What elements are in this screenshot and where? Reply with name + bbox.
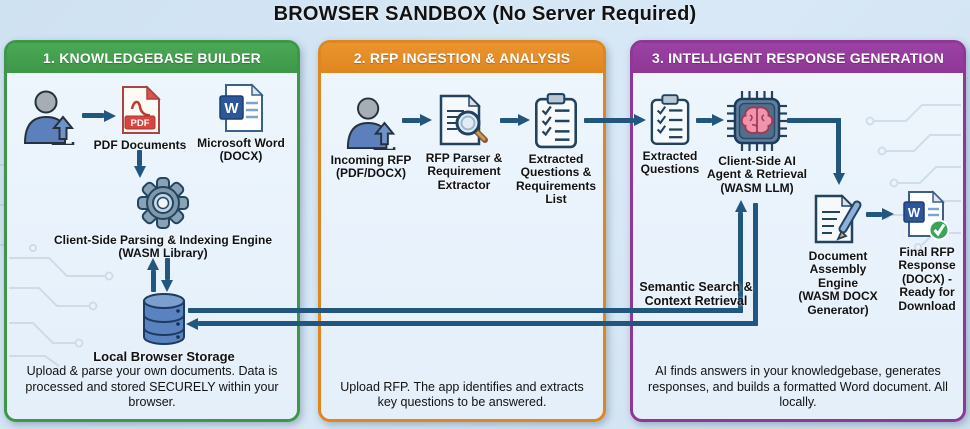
assembly-engine-label: Document Assembly Engine — [808, 249, 868, 290]
arrow-pdf-to-engine-line — [137, 150, 142, 166]
conn-agent-to-storage-head — [186, 317, 198, 330]
arrow-parser-to-extracted-head — [518, 114, 530, 126]
arrow-rfp-to-parser-line — [402, 117, 420, 123]
conn-storage-to-agent-vline — [738, 212, 743, 313]
panel1-footer: Upload & parse your own documents. Data … — [25, 364, 279, 410]
gear-icon — [137, 177, 189, 229]
page-title: BROWSER SANDBOX (No Server Required) — [273, 3, 697, 25]
incoming-rfp-label: Incoming RFP — [330, 153, 412, 167]
arrow-parser-to-extracted-line — [500, 117, 518, 123]
word-docx-node: W Microsoft Word (DOCX) — [189, 83, 293, 164]
arrow-questions-to-agent-head — [712, 114, 724, 126]
final-response-node: W Final RFP Response (DOCX) - Ready for … — [891, 190, 963, 313]
arrow-user-to-pdf-line — [82, 113, 104, 118]
arrow-storage-to-engine-head — [147, 258, 159, 270]
rfp-parser-node: RFP Parser & Requirement Extractor — [416, 92, 512, 192]
engine-label: Client-Side Parsing & Indexing Engine — [53, 233, 273, 247]
upload-user-node — [18, 89, 80, 145]
arrow-rfp-to-parser-head — [420, 114, 432, 126]
parsing-engine-node: Client-Side Parsing & Indexing Engine (W… — [38, 176, 288, 261]
arrow-agent-to-assembly-hline — [787, 117, 841, 123]
ai-chip-brain-icon — [727, 91, 787, 151]
panel-rfp-ingestion: 2. RFP INGESTION & ANALYSIS Incoming RFP… — [318, 40, 606, 422]
user-upload-icon — [346, 97, 396, 150]
final-word-letter-text: W — [908, 205, 921, 220]
panel-knowledgebase-builder: 1. KNOWLEDGEBASE BUILDER PDF PDF Documen… — [4, 40, 300, 422]
final-response-label: Final RFP Response (DOCX) - Ready for Do… — [898, 245, 956, 313]
arrow-questions-to-agent-line — [696, 117, 712, 123]
word-sublabel: (DOCX) — [219, 149, 263, 164]
panel2-footer: Upload RFP. The app identifies and extra… — [340, 379, 584, 410]
arrow-panel2-to-panel3-line — [584, 117, 634, 123]
arrow-panel2-to-panel3-head — [634, 114, 646, 126]
extracted-list-node: Extracted Questions & Requirements List — [510, 93, 602, 207]
local-storage-node: Local Browser Storage — [89, 292, 239, 365]
semantic-search-label: Semantic Search & Context Retrieval — [639, 280, 753, 309]
document-magnifier-icon — [439, 94, 488, 146]
panel3-header: 3. INTELLIGENT RESPONSE GENERATION — [633, 43, 963, 73]
engine-sublabel: (WASM Library) — [118, 246, 208, 261]
extracted-list-label: Extracted Questions & Requirements List — [515, 152, 597, 207]
ai-agent-sublabel: (WASM LLM) — [720, 180, 794, 195]
word-label: Microsoft Word — [197, 136, 285, 150]
ai-agent-label: Client-Side AI Agent & Retrieval — [706, 154, 808, 182]
ai-agent-node: Client-Side AI Agent & Retrieval (WASM L… — [701, 91, 813, 195]
arrow-engine-to-storage-line — [164, 258, 170, 280]
pdf-file-icon: PDF — [122, 85, 161, 134]
arrow-assembly-to-final-head — [882, 208, 894, 220]
database-icon — [143, 293, 185, 345]
arrow-engine-to-storage-head — [161, 280, 173, 292]
conn-agent-to-storage-vline — [753, 203, 758, 326]
panel-response-generation: 3. INTELLIGENT RESPONSE GENERATION Extra… — [630, 40, 966, 422]
panel3-footer: AI finds answers in your knowledgebase, … — [648, 364, 948, 410]
conn-agent-to-storage-hline — [198, 321, 758, 326]
clipboard-checklist-icon — [650, 94, 690, 146]
pdf-documents-label: PDF Documents — [93, 138, 187, 152]
user-upload-icon — [23, 90, 75, 145]
panel1-header: 1. KNOWLEDGEBASE BUILDER — [7, 43, 297, 73]
conn-storage-to-agent-head — [734, 200, 747, 212]
extracted-questions-label: Extracted Questions — [640, 149, 700, 177]
pdf-documents-node: PDF PDF Documents — [90, 85, 190, 152]
word-doc-check-icon: W — [903, 190, 950, 241]
arrow-assembly-to-final-line — [866, 211, 882, 217]
word-file-icon: W — [219, 83, 264, 132]
pdf-badge-text: PDF — [131, 118, 150, 129]
arrow-pdf-to-engine-head — [133, 166, 146, 178]
assembly-engine-node: Document Assembly Engine (WASM DOCX Gene… — [792, 192, 884, 317]
extracted-questions-node: Extracted Questions — [633, 94, 707, 177]
assembly-engine-sublabel: (WASM DOCX Generator) — [798, 289, 878, 317]
arrow-user-to-pdf-head — [104, 109, 116, 122]
rfp-parser-label: RFP Parser & Requirement Extractor — [425, 151, 503, 192]
panel2-header: 2. RFP INGESTION & ANALYSIS — [321, 43, 603, 73]
incoming-rfp-node: Incoming RFP (PDF/DOCX) — [323, 96, 419, 181]
incoming-rfp-sublabel: (PDF/DOCX) — [336, 166, 406, 181]
arrow-storage-to-engine-line — [150, 270, 156, 292]
clipboard-checklist-icon — [535, 93, 577, 149]
arrow-agent-to-assembly-vline — [836, 117, 841, 174]
document-pencil-icon — [814, 194, 862, 244]
conn-storage-to-agent-hline — [188, 308, 743, 313]
word-letter-text: W — [224, 100, 239, 117]
arrow-agent-to-assembly-head — [832, 173, 845, 185]
storage-label: Local Browser Storage — [93, 349, 235, 364]
